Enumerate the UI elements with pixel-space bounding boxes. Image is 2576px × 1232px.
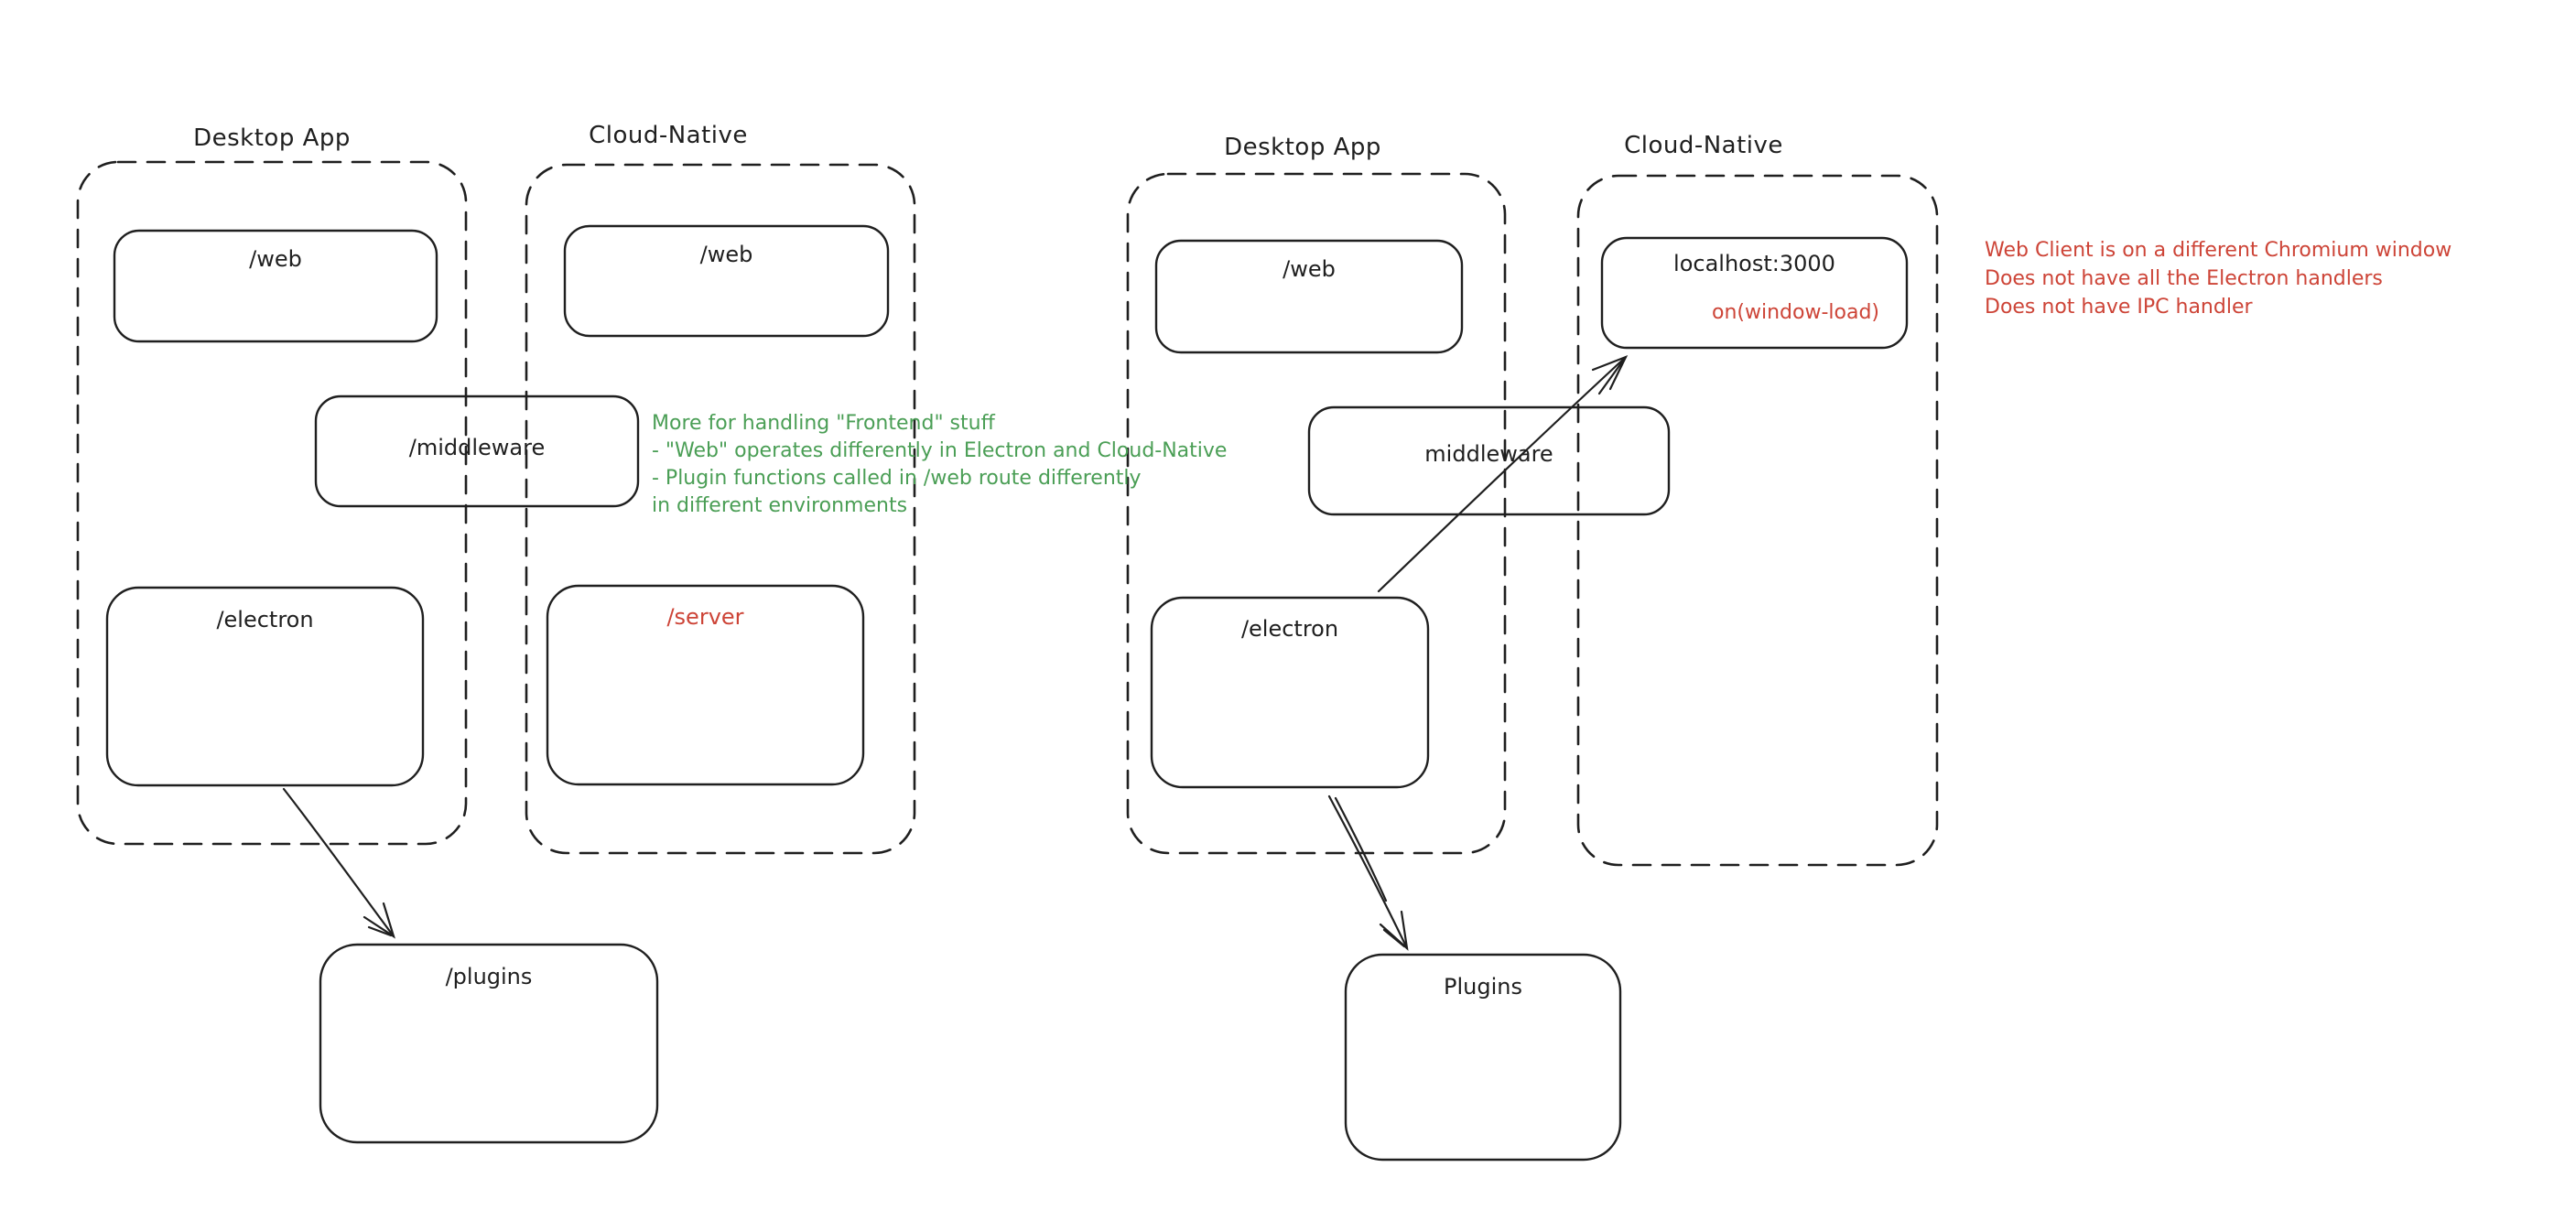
arrow-electron-to-plugins-left [282, 787, 395, 939]
right-localhost-label: localhost:3000 [1673, 251, 1835, 276]
left-web-desktop-label: /web [249, 246, 302, 272]
note-line: Web Client is on a different Chromium wi… [1985, 239, 2452, 262]
left-middleware-label: /middleware [408, 435, 546, 460]
right-electron-label: /electron [1240, 616, 1339, 642]
right-annotation-note: Web Client is on a different Chromium wi… [1985, 236, 2452, 321]
left-desktop-container [76, 160, 468, 846]
note-line: in different environments [652, 494, 908, 517]
left-desktop-title: Desktop App [193, 124, 351, 152]
right-web-label: /web [1283, 256, 1336, 282]
left-server-box [546, 584, 865, 786]
left-web-cloud-label: /web [699, 242, 753, 267]
right-electron-box [1150, 596, 1430, 789]
arrow-electron-to-localhost [1377, 354, 1629, 593]
note-line: Does not have all the Electron handlers [1985, 267, 2383, 290]
right-plugins-label: Plugins [1444, 974, 1522, 1000]
left-web-desktop-box [113, 229, 438, 343]
right-plugins-box [1344, 953, 1622, 1162]
left-plugins-box [319, 943, 659, 1144]
note-line: - "Web" operates differently in Electron… [652, 439, 1228, 462]
left-annotation-note: More for handling "Frontend" stuff - "We… [652, 410, 1227, 520]
right-middleware-label: middleware [1424, 441, 1553, 467]
left-web-cloud-box [563, 224, 890, 338]
left-electron-box [105, 586, 425, 787]
note-line: - Plugin functions called in /web route … [652, 467, 1142, 490]
left-middleware-box [314, 394, 640, 508]
right-middleware-box [1307, 405, 1671, 516]
right-localhost-box [1600, 236, 1909, 350]
left-server-label: /server [666, 604, 744, 630]
note-line: More for handling "Frontend" stuff [652, 412, 995, 435]
left-cloud-container [525, 163, 916, 855]
right-web-box [1154, 239, 1464, 354]
right-cloud-title: Cloud-Native [1624, 132, 1783, 159]
left-cloud-title: Cloud-Native [589, 122, 748, 149]
right-cloud-container [1576, 174, 1939, 867]
note-line: Does not have IPC handler [1985, 296, 2253, 319]
right-desktop-title: Desktop App [1224, 134, 1381, 161]
left-plugins-label: /plugins [445, 964, 533, 989]
right-window-load-label: on(window-load) [1712, 301, 1879, 324]
arrow-electron-to-plugins-right [1327, 794, 1409, 951]
left-electron-label: /electron [216, 607, 314, 632]
